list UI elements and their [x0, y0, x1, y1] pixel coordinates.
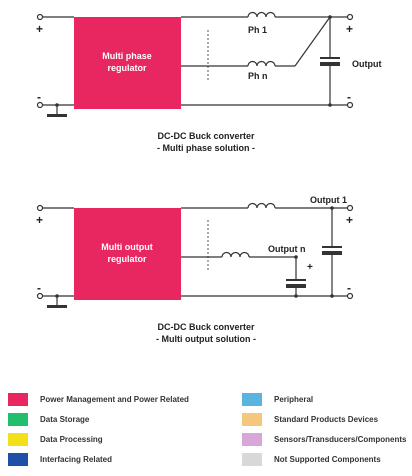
legend-label: Not Supported Components — [274, 454, 381, 464]
output-top-terminal — [346, 13, 354, 21]
out1-terminal — [346, 204, 354, 212]
out1-bottom-junction — [330, 294, 334, 298]
outn-inductor — [221, 251, 250, 258]
legend-item-peripheral: Peripheral — [242, 390, 313, 408]
caption2-line1: DC-DC Buck converter — [157, 322, 255, 332]
input2-bottom-terminal — [36, 292, 44, 300]
phn-label: Ph n — [248, 71, 268, 81]
block2-label-line1: Multi output — [101, 242, 152, 252]
output-minus: - — [347, 90, 351, 104]
multi-output-diagram: + - Multi output regulator Output 1 + — [36, 195, 354, 344]
output-plus: + — [346, 22, 353, 36]
legend-item-standard-products: Standard Products Devices — [242, 410, 378, 428]
phase1-inductor — [247, 11, 276, 18]
cap-plate-bottom — [320, 62, 340, 66]
diagram-svg: + - Multi phase regulator Ph 1 P — [36, 11, 382, 344]
ph1-label: Ph 1 — [248, 25, 267, 35]
outn-bottom-junction — [294, 294, 298, 298]
legend-label: Interfacing Related — [40, 454, 113, 464]
block2-label-line2: regulator — [107, 254, 147, 264]
legend-swatch — [8, 412, 28, 426]
output1-label: Output 1 — [310, 195, 347, 205]
outputn-plus: + — [307, 262, 313, 273]
input-top-terminal — [36, 13, 44, 21]
output-bottom-junction — [328, 103, 332, 107]
legend-swatch — [242, 412, 262, 426]
legend-swatch — [242, 452, 262, 466]
legend-label: Data Storage — [40, 414, 90, 424]
input-bottom-terminal — [36, 101, 44, 109]
caption1-line1: DC-DC Buck converter — [157, 131, 255, 141]
ground2-symbol — [47, 305, 67, 308]
multi-phase-regulator-block — [74, 17, 181, 109]
input-plus: + — [36, 22, 43, 36]
input-minus: - — [37, 90, 41, 104]
legend-swatch — [8, 392, 28, 406]
legend-swatch — [242, 432, 262, 446]
legend-item-data-processing: Data Processing — [8, 430, 103, 448]
outputn-label: Output n — [268, 244, 306, 254]
legend-swatch — [242, 392, 262, 406]
legend-label: Power Management and Power Related — [40, 394, 189, 404]
input2-minus: - — [37, 281, 41, 295]
capn-plate-bottom — [286, 284, 306, 288]
input2-plus: + — [36, 213, 43, 227]
legend-item-data-storage: Data Storage — [8, 410, 89, 428]
caption2-line2: - Multi output solution - — [156, 334, 256, 344]
input2-top-terminal — [36, 204, 44, 212]
multi-phase-diagram: + - Multi phase regulator Ph 1 P — [36, 11, 382, 153]
phasen-join-wire — [294, 16, 331, 67]
legend-swatch — [8, 452, 28, 466]
block-label-line2: regulator — [107, 63, 147, 73]
block-label-line1: Multi phase — [102, 51, 152, 61]
phasen-inductor — [247, 60, 276, 67]
legend-item-not-supported: Not Supported Components — [242, 450, 381, 468]
legend-item-interfacing: Interfacing Related — [8, 450, 112, 468]
ground-symbol — [47, 114, 67, 117]
caption1-line2: - Multi phase solution - — [157, 143, 255, 153]
output-label: Output — [352, 59, 382, 69]
legend-label: Data Processing — [40, 434, 103, 444]
multi-output-regulator-block — [74, 208, 181, 300]
out1-inductor — [247, 202, 276, 209]
legend-label: Peripheral — [274, 394, 314, 404]
legend-label: Sensors/Transducers/Components — [274, 434, 407, 444]
out2-bottom-terminal — [346, 292, 354, 300]
legend: Power Management and Power Related Data … — [0, 382, 412, 476]
output-bottom-terminal — [346, 101, 354, 109]
legend-swatch — [8, 432, 28, 446]
legend-item-sensors: Sensors/Transducers/Components — [242, 430, 406, 448]
output2-minus: - — [347, 281, 351, 295]
legend-label: Standard Products Devices — [274, 414, 379, 424]
cap1-plate-bottom — [322, 251, 342, 255]
legend-item-power: Power Management and Power Related — [8, 390, 189, 408]
output2-plus: + — [346, 213, 353, 227]
